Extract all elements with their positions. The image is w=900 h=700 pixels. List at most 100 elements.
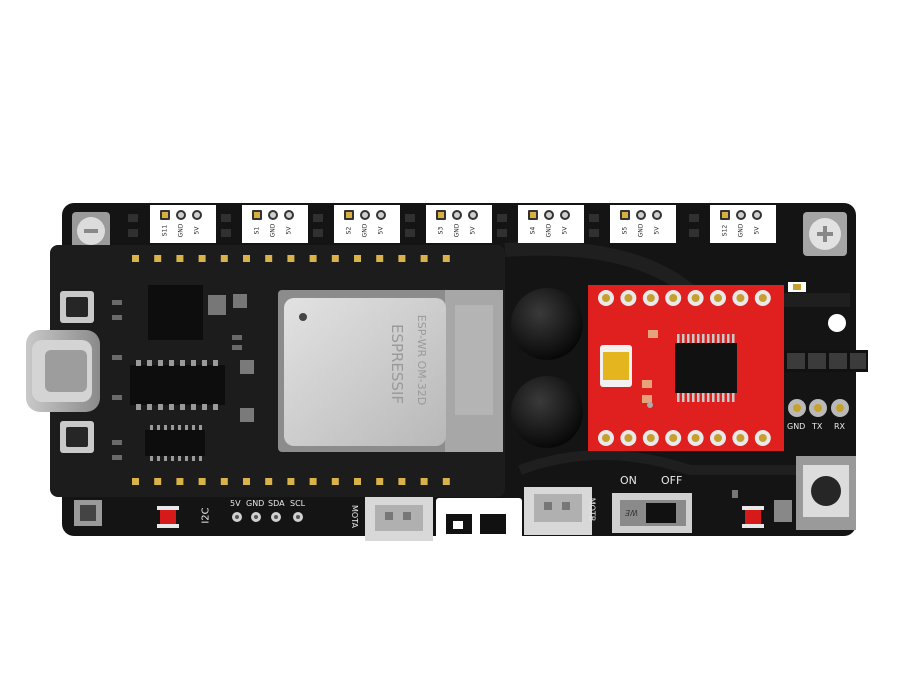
header-pin <box>398 255 406 262</box>
ic-leg <box>158 360 163 366</box>
power-barrel <box>436 498 522 542</box>
power-switch <box>612 493 692 533</box>
servo-pin-label: GND <box>545 223 553 238</box>
servo-pin <box>720 210 730 220</box>
ic-leg <box>169 360 174 366</box>
ic-leg <box>677 393 680 402</box>
header-pin <box>376 255 384 262</box>
header-pin <box>331 255 339 262</box>
i2c-pin-sda: SDA <box>268 499 285 508</box>
ic-leg <box>717 334 720 343</box>
ic-leg <box>158 404 163 410</box>
servo-pin-label: GND <box>269 223 277 238</box>
servo-pin <box>360 210 370 220</box>
header-pin <box>154 478 162 485</box>
switch-mark: WE <box>625 508 638 517</box>
servo-pin <box>620 210 630 220</box>
ic-leg <box>178 425 181 431</box>
ic-leg <box>147 404 152 410</box>
header-pin <box>265 478 273 485</box>
servo-pin <box>468 210 478 220</box>
ic-leg <box>722 334 725 343</box>
ic-leg <box>722 393 725 402</box>
ic-leg <box>702 334 705 343</box>
header-pin <box>243 478 250 485</box>
ic-leg <box>692 393 695 402</box>
ic-leg <box>199 455 202 461</box>
boot-button <box>60 291 94 323</box>
i2c-label: I2C <box>200 507 212 524</box>
header-pin <box>398 478 406 485</box>
servo-pin <box>160 210 170 220</box>
header-pin <box>132 255 139 262</box>
ic-leg <box>692 334 695 343</box>
servo-pin-label: S5 <box>621 226 629 235</box>
header-pin <box>198 255 206 262</box>
esp-brand-text: ESPRESSIF <box>388 323 406 405</box>
ic-leg <box>727 334 730 343</box>
header-pin <box>154 255 162 262</box>
ic-leg <box>687 334 690 343</box>
servo-pin-label: GND <box>637 223 645 238</box>
uart-pin-rx: RX <box>834 422 846 431</box>
servo-pin-label: 5V <box>469 226 477 235</box>
servo-pin <box>344 210 354 220</box>
servo-pin-label: S4 <box>529 226 537 235</box>
servo-pin-label: GND <box>453 223 461 238</box>
servo-pin-label: 5V <box>377 226 385 235</box>
servo-pin-label: S2 <box>345 226 353 235</box>
ic-leg <box>213 404 218 410</box>
ic-leg <box>191 404 196 410</box>
servo-pin-label: 5V <box>753 226 761 235</box>
capacitor-bottom <box>511 376 583 448</box>
servo-pin <box>268 210 278 220</box>
servo-pin <box>376 210 386 220</box>
i2c-pin-5v: 5V <box>230 499 241 508</box>
servo-pin <box>192 210 202 220</box>
header-pin <box>420 255 428 262</box>
led-right <box>745 510 761 524</box>
servo-pin <box>560 210 570 220</box>
servo-pin-label: 5V <box>653 226 661 235</box>
header-pin <box>265 255 273 262</box>
ic-leg <box>178 455 181 461</box>
motor-b-label: MOTB <box>587 497 597 522</box>
ic-leg <box>697 334 700 343</box>
uart-pin-tx: TX <box>812 422 823 431</box>
header-pin <box>220 255 228 262</box>
servo-pin-label: 5V <box>285 226 293 235</box>
ic-leg <box>150 425 153 431</box>
ic-leg <box>682 393 685 402</box>
ic-leg <box>169 404 174 410</box>
ic-leg <box>682 334 685 343</box>
motor-a-connector <box>365 497 433 541</box>
header-pin <box>309 255 317 262</box>
ic-leg <box>171 425 174 431</box>
servo-pin-label: S12 <box>721 224 729 237</box>
uart-pin-gnd: GND <box>787 422 806 431</box>
ic-leg <box>213 360 218 366</box>
header-pin <box>287 255 295 262</box>
i2c-header <box>232 512 303 522</box>
header-pin <box>220 478 228 485</box>
i2c-pin-scl: SCL <box>290 499 306 508</box>
servo-pin <box>752 210 762 220</box>
motor-b-connector <box>524 487 592 535</box>
i2c-pin-gnd: GND <box>246 499 265 508</box>
potentiometer-left <box>72 212 110 250</box>
esp32-rf-shield <box>284 298 446 446</box>
led-left <box>160 510 176 524</box>
ic-leg <box>185 455 188 461</box>
servo-pin <box>176 210 186 220</box>
header-pin <box>198 478 206 485</box>
ic-leg <box>712 393 715 402</box>
switch-off-label: OFF <box>661 474 683 487</box>
servo-pin <box>544 210 554 220</box>
ic-leg <box>717 393 720 402</box>
esp-model-text: ESP-WR OM-32D <box>415 314 428 406</box>
